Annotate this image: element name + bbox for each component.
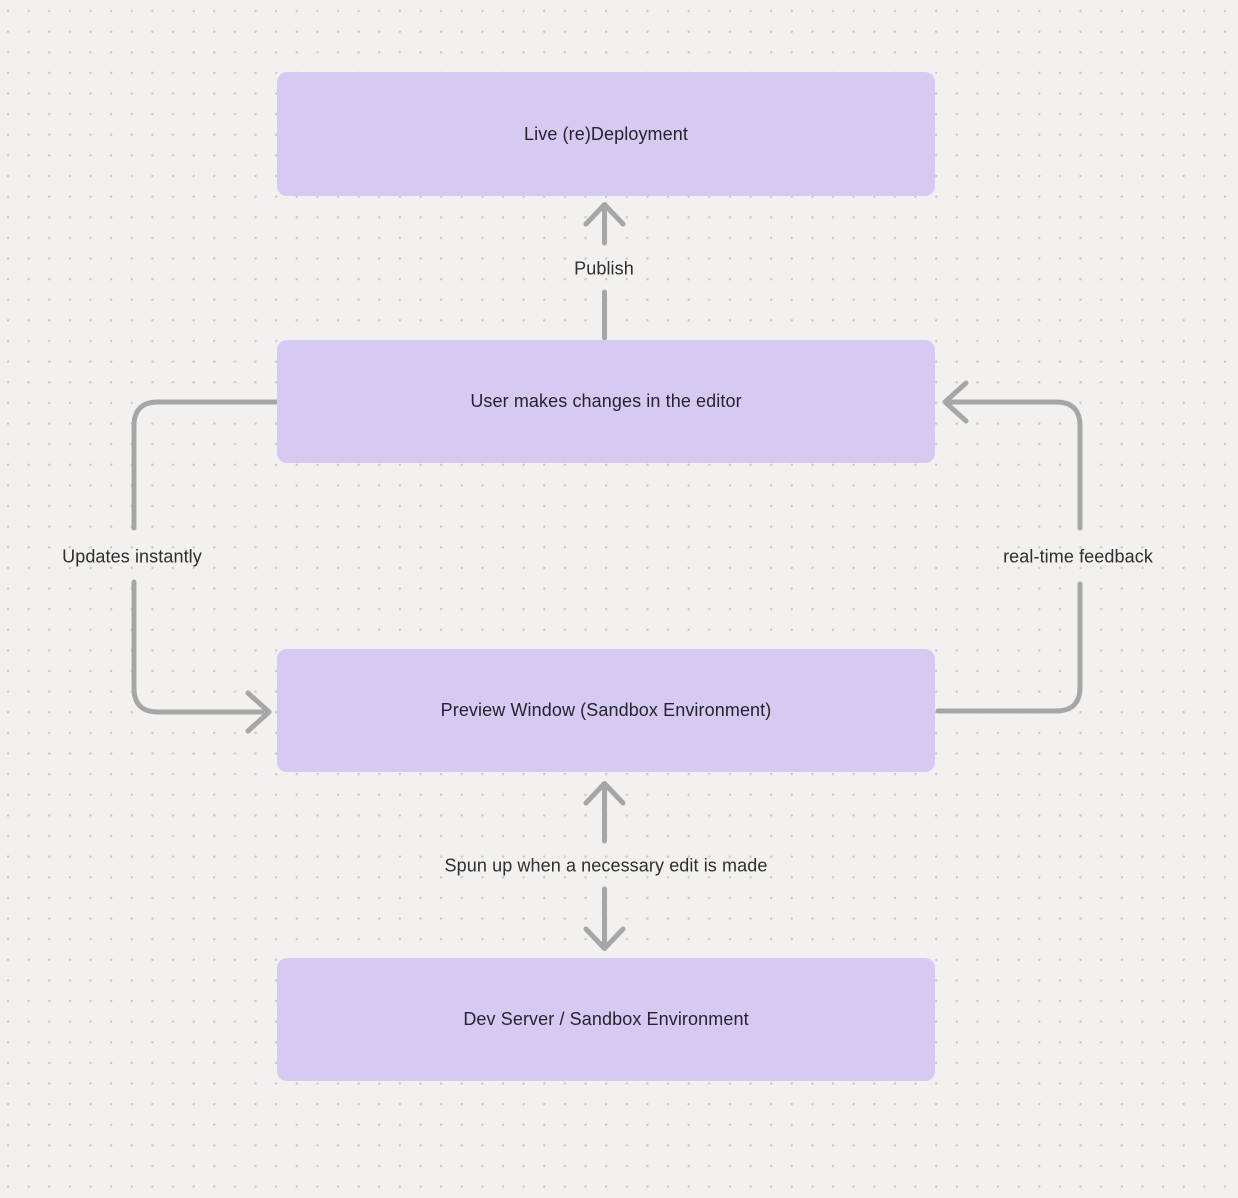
node-dev-server-label: Dev Server / Sandbox Environment xyxy=(463,1009,749,1029)
real-time-feedback-segment-bottom xyxy=(935,581,1083,714)
node-preview-window-label: Preview Window (Sandbox Environment) xyxy=(440,700,772,720)
updates-instantly-arrow-head xyxy=(245,690,272,734)
spun-up-arrow-head-up xyxy=(583,781,626,806)
edge-label-real-time-feedback: real-time feedback xyxy=(1003,546,1153,567)
node-live-redeployment-label: Live (re)Deployment xyxy=(524,123,688,144)
spun-up-arrow-head-down xyxy=(583,926,626,951)
node-user-edits-label: User makes changes in the editor xyxy=(470,391,742,411)
updates-instantly-segment-top xyxy=(131,399,280,531)
real-time-feedback-arrow-head xyxy=(942,380,969,424)
edge-label-spun-up: Spun up when a necessary edit is made xyxy=(444,855,768,876)
updates-instantly-segment-bottom xyxy=(131,579,265,715)
node-preview-window: Preview Window (Sandbox Environment) xyxy=(277,649,935,772)
publish-arrow-head xyxy=(583,202,626,227)
node-dev-server: Dev Server / Sandbox Environment xyxy=(277,958,935,1081)
node-user-edits: User makes changes in the editor xyxy=(277,340,935,463)
edge-label-updates-instantly: Updates instantly xyxy=(62,546,202,567)
node-live-redeployment: Live (re)Deployment xyxy=(277,72,935,196)
real-time-feedback-segment-top xyxy=(947,399,1083,531)
edge-label-publish: Publish xyxy=(574,258,634,279)
